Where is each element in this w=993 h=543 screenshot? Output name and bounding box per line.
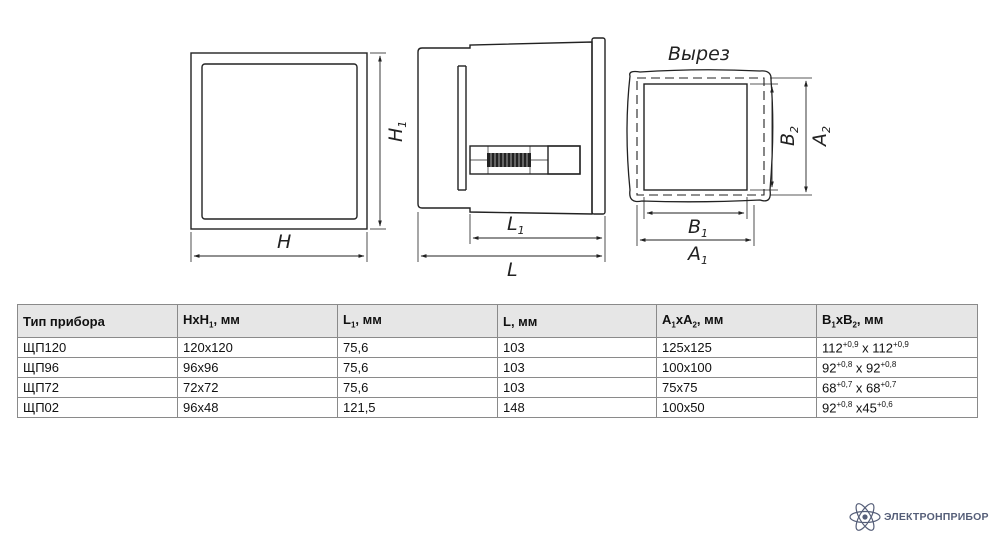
cell-type: ЩП120 xyxy=(17,337,178,358)
cell-a: 100x50 xyxy=(656,397,817,418)
header-l: L, мм xyxy=(497,304,657,338)
cell-hxh1: 96x48 xyxy=(177,397,338,418)
label-a2: A2 xyxy=(809,126,833,148)
terminal-block xyxy=(487,153,531,167)
atom-icon xyxy=(849,503,881,531)
label-l: L xyxy=(507,259,518,281)
cell-l1: 75,6 xyxy=(337,377,498,398)
label-l1: L1 xyxy=(507,213,525,237)
table-row: ЩП120 120x120 75,6 103 125x125 112+0,9 x… xyxy=(17,337,978,358)
cell-l: 103 xyxy=(497,357,657,378)
cell-l1: 121,5 xyxy=(337,397,498,418)
header-l1: L1, мм xyxy=(337,304,498,338)
side-view-dimensions xyxy=(417,212,606,262)
cell-a: 100x100 xyxy=(656,357,817,378)
brand-name: ЭЛЕКТРОНПРИБОР xyxy=(884,511,989,523)
technical-drawing: H H1 L1 L xyxy=(190,37,833,281)
table-row: ЩП96 96x96 75,6 103 100x100 92+0,8 x 92+… xyxy=(17,357,978,378)
table-header-row: Тип прибора HxH1, мм L1, мм L, мм A1xA2,… xyxy=(17,304,978,338)
side-view xyxy=(417,37,606,215)
cell-l: 103 xyxy=(497,377,657,398)
front-view xyxy=(190,52,386,262)
cell-a: 75x75 xyxy=(656,377,817,398)
specs-table: Тип прибора HxH1, мм L1, мм L, мм A1xA2,… xyxy=(17,304,978,418)
cell-l: 148 xyxy=(497,397,657,418)
label-cutout: Вырез xyxy=(668,43,730,65)
cell-l1: 75,6 xyxy=(337,357,498,378)
cell-hxh1: 96x96 xyxy=(177,357,338,378)
label-b1: B1 xyxy=(688,216,708,240)
cell-l: 103 xyxy=(497,337,657,358)
header-hxh1: HxH1, мм xyxy=(177,304,338,338)
cell-type: ЩП96 xyxy=(17,357,178,378)
label-h: H xyxy=(277,231,291,253)
cell-b: 92+0,8 x45+0,6 xyxy=(816,397,978,418)
table-row: ЩП02 96x48 121,5 148 100x50 92+0,8 x45+0… xyxy=(17,397,978,418)
cell-type: ЩП72 xyxy=(17,377,178,398)
cell-a: 125x125 xyxy=(656,337,817,358)
brand-logo: ЭЛЕКТРОНПРИБОР xyxy=(848,499,989,535)
cell-b: 92+0,8 x 92+0,8 xyxy=(816,357,978,378)
cell-hxh1: 120x120 xyxy=(177,337,338,358)
cutout-view xyxy=(626,69,812,246)
cell-b: 112+0,9 x 112+0,9 xyxy=(816,337,978,358)
header-type: Тип прибора xyxy=(17,304,178,338)
cell-type: ЩП02 xyxy=(17,397,178,418)
cell-hxh1: 72x72 xyxy=(177,377,338,398)
label-a1: A1 xyxy=(686,243,708,267)
header-a1xa2: A1xA2, мм xyxy=(656,304,817,338)
cell-l1: 75,6 xyxy=(337,337,498,358)
cell-b: 68+0,7 x 68+0,7 xyxy=(816,377,978,398)
table-row: ЩП72 72x72 75,6 103 75x75 68+0,7 x 68+0,… xyxy=(17,377,978,398)
label-h1: H1 xyxy=(385,121,409,142)
label-b2: B2 xyxy=(777,126,801,146)
header-b1xb2: B1xB2, мм xyxy=(816,304,978,338)
